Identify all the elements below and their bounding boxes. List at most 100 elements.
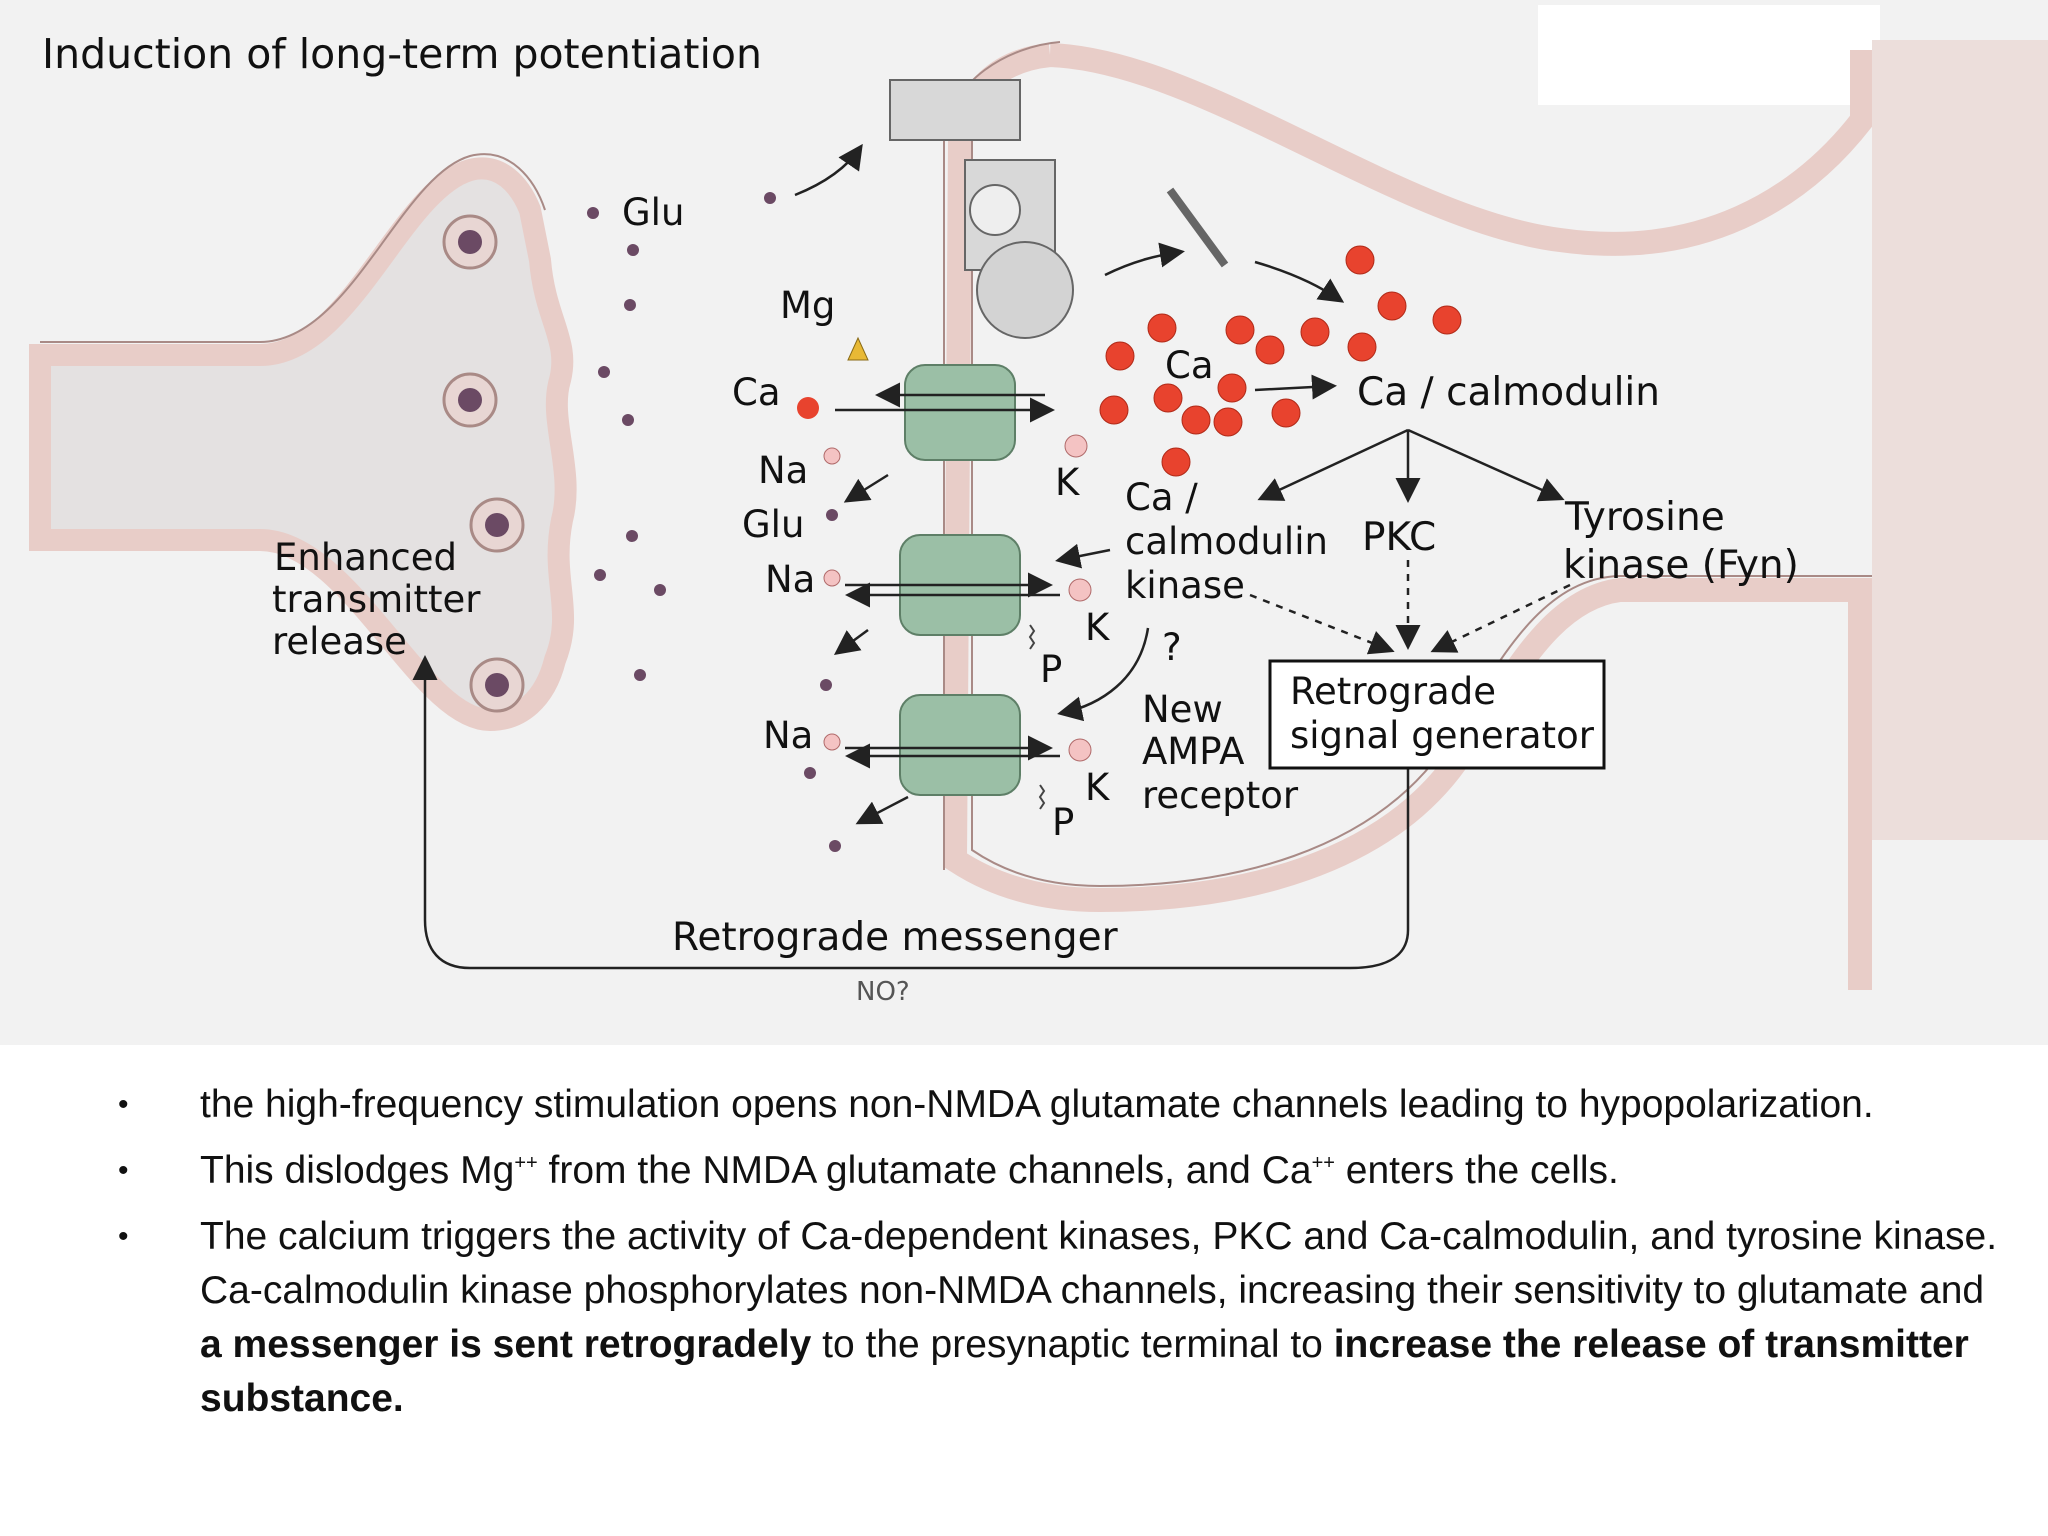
presynaptic-membrane bbox=[29, 157, 577, 732]
retrograde-messenger-path bbox=[412, 655, 1410, 970]
presynaptic-membrane-outline bbox=[40, 153, 546, 343]
calcium-cloud bbox=[1099, 245, 1462, 477]
label-enhanced-line2: transmitter bbox=[272, 578, 481, 621]
metabotropic-receptor bbox=[889, 79, 1229, 339]
mg-ion bbox=[847, 336, 869, 361]
bullet-3-bold-1: a messenger is sent retrogradely bbox=[200, 1323, 812, 1366]
bullet-2: This dislodges Mg++ from the NMDA glutam… bbox=[118, 1144, 1998, 1198]
calcium-ion bbox=[1153, 383, 1183, 413]
arrow bbox=[1254, 260, 1345, 303]
label-retrograde-messenger: Retrograde messenger bbox=[672, 915, 1119, 960]
na-ion bbox=[823, 733, 841, 751]
dashed-arrow bbox=[1430, 583, 1571, 653]
label-k-1: K bbox=[1055, 461, 1081, 504]
glutamate bbox=[627, 244, 639, 256]
arrow bbox=[1057, 627, 1150, 722]
calcium-ion bbox=[1345, 245, 1375, 275]
postsynaptic-membrane-inner bbox=[971, 140, 1872, 888]
arrow bbox=[855, 795, 909, 825]
calcium-ion bbox=[1377, 291, 1407, 321]
label-new-ampa-line2: AMPA bbox=[1142, 730, 1245, 773]
phosphate-squiggle bbox=[1028, 624, 1036, 650]
bullet-2-text-c: enters the cells. bbox=[1334, 1149, 1619, 1192]
dashed-arrow bbox=[1249, 593, 1395, 655]
k-ion bbox=[1064, 434, 1088, 458]
nmda-channel-body bbox=[904, 364, 1016, 461]
label-tyrosine-line2: kinase (Fyn) bbox=[1563, 543, 1799, 588]
glutamate-molecules bbox=[587, 192, 841, 852]
bullet-3-bold-2: increase the release of transmitter subs… bbox=[200, 1323, 1969, 1420]
bullet-3: The calcium triggers the activity of Ca-… bbox=[118, 1210, 1998, 1426]
calcium-ion bbox=[1255, 335, 1285, 365]
bullet-2-sup-1: ++ bbox=[514, 1152, 538, 1174]
flow-arrows bbox=[412, 143, 1565, 970]
label-mg: Mg bbox=[780, 284, 835, 327]
label-new-ampa-line3: receptor bbox=[1142, 774, 1299, 817]
dashed-arrows bbox=[1249, 560, 1571, 655]
arrow bbox=[1254, 374, 1337, 400]
label-p-2: P bbox=[1052, 801, 1074, 844]
glutamate bbox=[624, 299, 636, 311]
arrow bbox=[843, 473, 889, 503]
label-p-1: P bbox=[1040, 648, 1062, 691]
glutamate bbox=[622, 414, 634, 426]
diagram-title: Induction of long-term potentiation bbox=[42, 30, 762, 78]
arrow bbox=[1407, 428, 1565, 502]
arrow bbox=[1104, 242, 1185, 277]
label-glu-top: Glu bbox=[622, 191, 684, 234]
arrow bbox=[1257, 428, 1409, 501]
vesicle-core bbox=[485, 513, 509, 537]
bullet-2-text-b: from the NMDA glutamate channels, and Ca bbox=[537, 1149, 1312, 1192]
calcium-ion bbox=[1213, 407, 1243, 437]
bullet-3-text-b: to the presynaptic terminal to bbox=[811, 1323, 1334, 1366]
white-patch bbox=[1538, 5, 1880, 105]
enzyme-wheel bbox=[969, 184, 1021, 236]
retrograde-signal-generator-box bbox=[1268, 659, 1606, 770]
ampa-channel-body bbox=[899, 694, 1021, 796]
na-ion bbox=[823, 569, 841, 587]
glutamate bbox=[626, 530, 638, 542]
label-enhanced-line1: Enhanced bbox=[274, 536, 457, 579]
label-pkc: PKC bbox=[1362, 515, 1436, 560]
bullet-2-sup-2: ++ bbox=[1311, 1152, 1335, 1174]
bullet-3-text-a: The calcium triggers the activity of Ca-… bbox=[200, 1215, 1998, 1312]
nmda-channel bbox=[847, 336, 1016, 461]
calcium-ion bbox=[1099, 395, 1129, 425]
glutamate bbox=[826, 509, 838, 521]
label-ca-left: Ca bbox=[732, 371, 781, 414]
phosphate-squiggle bbox=[1038, 784, 1046, 810]
na-ion bbox=[823, 447, 841, 465]
label-question: ? bbox=[1162, 626, 1182, 669]
glutamate bbox=[594, 569, 606, 581]
k-ion bbox=[1068, 578, 1092, 602]
bullet-2-text-a: This dislodges Mg bbox=[200, 1149, 515, 1192]
glutamate bbox=[764, 192, 776, 204]
calcium-ion bbox=[1271, 398, 1301, 428]
label-tyrosine-line1: Tyrosine bbox=[1564, 495, 1725, 540]
glutamate bbox=[829, 840, 841, 852]
label-k-2: K bbox=[1085, 606, 1111, 649]
k-ion bbox=[1068, 738, 1092, 762]
label-enhanced-line3: release bbox=[272, 620, 407, 663]
arrow bbox=[833, 628, 869, 655]
label-camk-line1: Ca / bbox=[1125, 476, 1198, 519]
vesicle-core bbox=[458, 388, 482, 412]
label-na-1: Na bbox=[758, 449, 808, 492]
glutamate bbox=[598, 366, 610, 378]
glutamate bbox=[587, 207, 599, 219]
calcium-ion bbox=[1300, 317, 1330, 347]
ltp-diagram: Induction of long-term potentiation Glu … bbox=[0, 0, 2048, 1045]
dendrite-shaft bbox=[1872, 40, 2048, 840]
label-ca-cloud: Ca bbox=[1165, 344, 1214, 387]
label-glu-left: Glu bbox=[742, 503, 804, 546]
calcium-ion bbox=[1105, 341, 1135, 371]
calcium-ion bbox=[1161, 447, 1191, 477]
bullet-list: the high-frequency stimulation opens non… bbox=[118, 1078, 1998, 1438]
label-na-3: Na bbox=[763, 714, 813, 757]
ca-ion bbox=[797, 397, 819, 419]
glutamate bbox=[634, 669, 646, 681]
receptor-cylinders bbox=[889, 79, 1021, 141]
arrow bbox=[794, 143, 863, 197]
glutamate bbox=[804, 767, 816, 779]
label-camk-line2: calmodulin bbox=[1125, 520, 1328, 563]
